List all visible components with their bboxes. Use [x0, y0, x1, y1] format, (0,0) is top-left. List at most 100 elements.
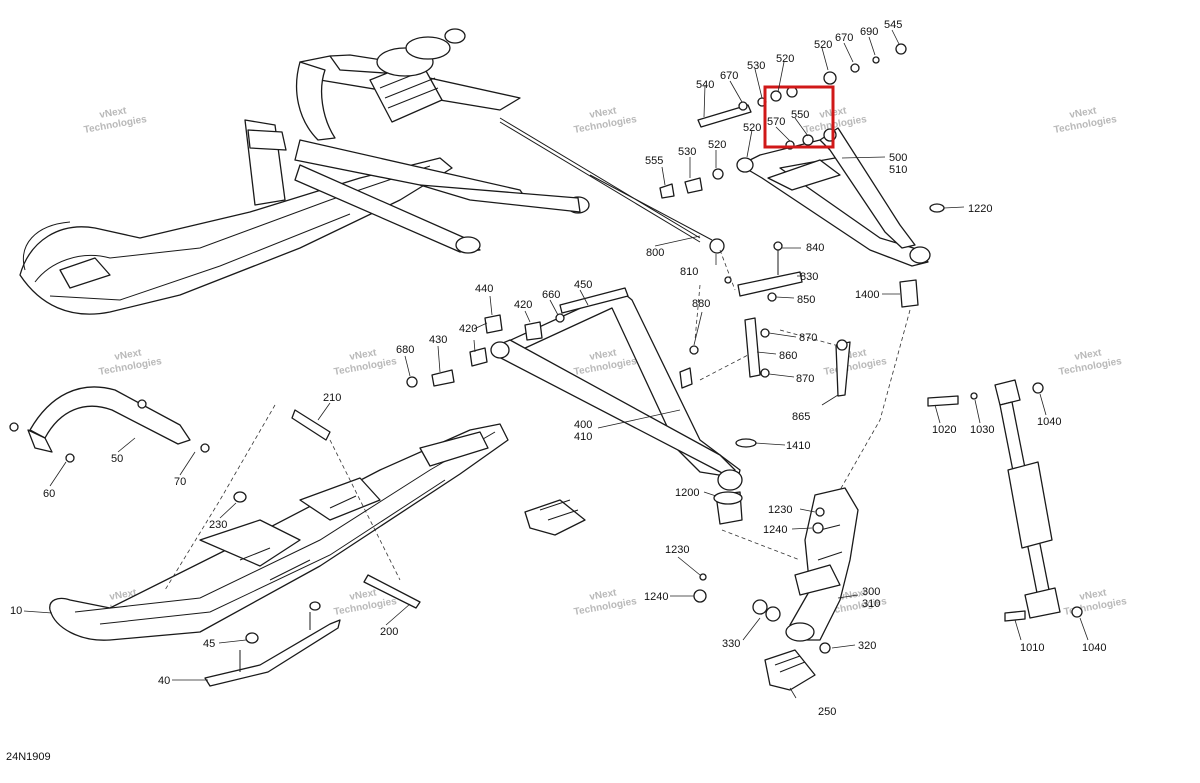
callout-50: 50	[111, 453, 123, 465]
svg-text:vNext: vNext	[99, 105, 128, 121]
watermark: vNext Technologies	[333, 347, 398, 378]
callout-880: 880	[692, 298, 710, 310]
callout-865: 865	[792, 411, 810, 423]
callout-660: 660	[542, 289, 560, 301]
callout-250: 250	[818, 706, 836, 718]
callout-310: 310	[862, 598, 880, 610]
callout-555: 555	[645, 155, 663, 167]
lower-a-arm	[490, 287, 743, 491]
dash-lines-ski	[164, 404, 401, 591]
svg-text:vNext: vNext	[589, 105, 618, 121]
callout-510: 510	[889, 164, 907, 176]
callout-1040-bottom: 1040	[1082, 642, 1106, 654]
callout-545: 545	[884, 19, 902, 31]
shock-absorber	[927, 379, 1083, 622]
spindle	[693, 203, 945, 654]
callout-1230-right: 1230	[768, 504, 792, 516]
ski-10	[49, 423, 509, 641]
callout-670-right: 670	[835, 32, 853, 44]
callout-70: 70	[174, 476, 186, 488]
watermark: vNext Technologies	[573, 347, 638, 378]
callout-40: 40	[158, 675, 170, 687]
callout-1030: 1030	[970, 424, 994, 436]
steering-linkage	[689, 241, 851, 397]
svg-text:vNext: vNext	[349, 347, 378, 363]
leader-lines	[23, 29, 1089, 699]
assembled-ski-suspension	[19, 28, 701, 315]
callout-230: 230	[209, 519, 227, 531]
highlight-box[interactable]	[763, 85, 835, 149]
callout-500: 500	[889, 152, 907, 164]
callout-1400: 1400	[855, 289, 879, 301]
ski-handle-50	[27, 386, 191, 453]
callout-670-left: 670	[720, 70, 738, 82]
callout-520-far: 520	[814, 39, 832, 51]
callout-680: 680	[396, 344, 414, 356]
callout-420-left: 420	[459, 323, 477, 335]
callout-870-bottom: 870	[796, 373, 814, 385]
watermark: vNext Technologies	[98, 347, 163, 378]
watermark: vNext Technologies	[1053, 105, 1118, 136]
callout-210: 210	[323, 392, 341, 404]
callout-830: 830	[800, 271, 818, 283]
callout-850: 850	[797, 294, 815, 306]
callout-1240-right: 1240	[763, 524, 787, 536]
callout-1220: 1220	[968, 203, 992, 215]
callout-430: 430	[429, 334, 447, 346]
svg-text:vNext: vNext	[1074, 347, 1103, 363]
watermark: vNext Technologies	[573, 105, 638, 136]
callout-870-top: 870	[799, 332, 817, 344]
ski-runner-40	[204, 612, 341, 687]
watermark: vNext Technologies	[1058, 347, 1123, 378]
lower-arm-hardware	[406, 314, 543, 388]
callout-60: 60	[43, 488, 55, 500]
callout-810: 810	[680, 266, 698, 278]
dash-lines-main	[694, 249, 911, 561]
svg-text:vNext: vNext	[1079, 587, 1108, 603]
callout-330: 330	[722, 638, 740, 650]
callout-540: 540	[696, 79, 714, 91]
watermark: vNext Technologies	[823, 347, 888, 378]
callout-550: 550	[791, 109, 809, 121]
svg-text:vNext: vNext	[1069, 105, 1098, 121]
callout-10: 10	[10, 605, 22, 617]
callout-420-right: 420	[514, 299, 532, 311]
svg-text:vNext: vNext	[349, 587, 378, 603]
callout-200: 200	[380, 626, 398, 638]
callout-410: 410	[574, 431, 592, 443]
callout-400: 400	[574, 419, 592, 431]
callout-520-mid: 520	[743, 122, 761, 134]
callout-520-low: 520	[708, 139, 726, 151]
callout-320: 320	[858, 640, 876, 652]
callout-300: 300	[862, 586, 880, 598]
ski-stopper-unlabeled	[524, 499, 586, 536]
callout-labels: 10 40 45 50 60 70 200 210 230 250 300 31…	[10, 19, 1106, 718]
callout-1240-left: 1240	[644, 591, 668, 603]
callout-440: 440	[475, 283, 493, 295]
ski-small-parts	[9, 399, 421, 644]
callout-1200: 1200	[675, 487, 699, 499]
callout-860: 860	[779, 350, 797, 362]
upper-arm-hardware	[589, 43, 907, 254]
callout-1230-left: 1230	[665, 544, 689, 556]
ski-stopper-250	[764, 649, 816, 691]
callout-840: 840	[806, 242, 824, 254]
svg-text:vNext: vNext	[589, 587, 618, 603]
callout-530-top: 530	[747, 60, 765, 72]
callout-1010: 1010	[1020, 642, 1044, 654]
watermark: vNext Technologies	[573, 587, 638, 618]
callout-45: 45	[203, 638, 215, 650]
svg-text:vNext: vNext	[839, 587, 868, 603]
callout-800: 800	[646, 247, 664, 259]
callout-570: 570	[767, 116, 785, 128]
callout-450: 450	[574, 279, 592, 291]
callout-520-top: 520	[776, 53, 794, 65]
callout-690: 690	[860, 26, 878, 38]
diagram-id: 24N1909	[6, 751, 51, 763]
callout-1040-top: 1040	[1037, 416, 1061, 428]
watermark: vNext Technologies	[1063, 587, 1128, 618]
callout-530-low: 530	[678, 146, 696, 158]
watermark: vNext Technologies	[83, 105, 148, 136]
